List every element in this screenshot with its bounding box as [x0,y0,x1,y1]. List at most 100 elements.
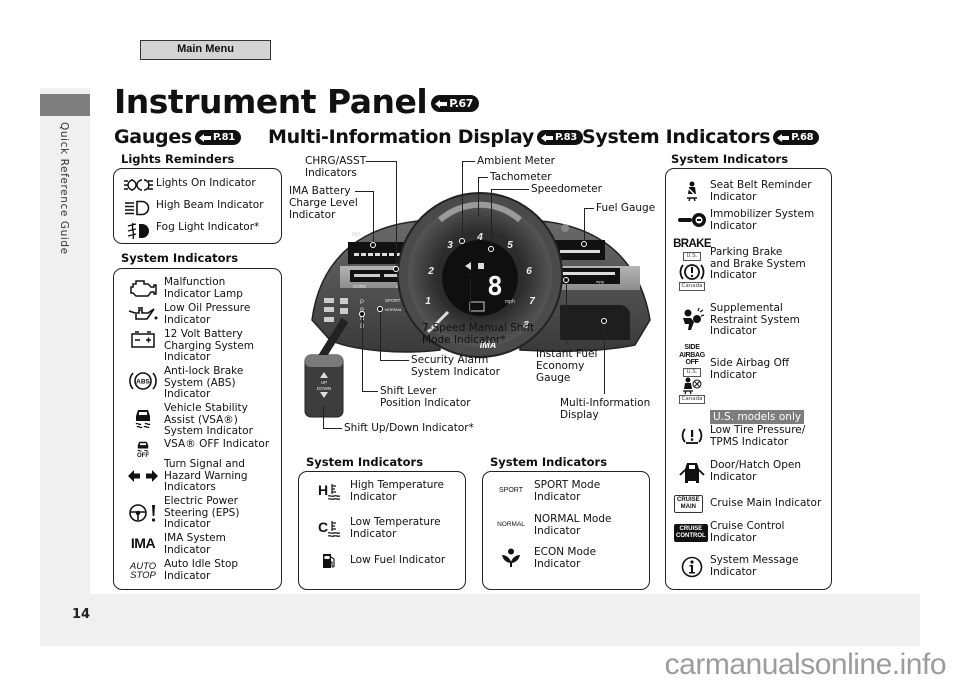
up-text: UP [321,380,327,385]
turn-signal-label: Turn Signal and Hazard Warning Indicator… [164,458,248,493]
srs-label: Supplemental Restraint System Indicator [710,302,800,337]
down-text: DOWN [317,386,331,391]
instrument-cluster-graphic: CHRG ASST IMA P R N D SPORT NORMAL mpg 1… [304,192,651,418]
normal-glyph: NORMAL [497,521,525,529]
econ-leaf-icon [488,547,534,569]
list-item: Seat Belt Reminder Indicator [674,179,812,203]
callout-speedometer: Speedometer [531,183,602,195]
system-indicators-temp-box [298,471,466,590]
system-indicators-left-heading: System Indicators [121,251,239,265]
callout-chrg-asst: CHRG/ASST Indicators [305,155,367,179]
list-item: Door/Hatch Open Indicator [674,459,801,486]
list-item: BRAKE U.S. Canada Parking Brake and Brak… [673,238,806,291]
oil-pressure-label: Low Oil Pressure Indicator [164,302,251,326]
system-indicators-right-heading: System Indicators [671,152,789,166]
us-models-only-badge: U.S. models only [710,410,805,424]
chrg-asst-bar [350,270,412,282]
tach-4: 4 [476,232,483,243]
sport-mode-label: SPORT Mode Indicator [534,479,601,503]
side-airbag-label: Side Airbag Off Indicator [710,357,790,381]
list-item: NORMAL NORMAL Mode Indicator [488,513,611,537]
sport-mode-icon: SPORT [488,480,534,502]
list-item: CRUISE CONTROL Cruise Control Indicator [674,520,784,545]
tach-6: 6 [526,266,532,277]
malfunction-label: Malfunction Indicator Lamp [164,276,243,300]
eps-icon [122,496,164,530]
turn-signal-icon [122,459,164,493]
lights-on-icon [122,178,156,192]
sys-page-link[interactable]: P.68 [773,130,820,145]
abs-icon: ABS [122,366,164,396]
main-menu-button[interactable]: Main Menu [140,40,271,60]
list-item: Turn Signal and Hazard Warning Indicator… [122,458,248,494]
vsa-label: Vehicle Stability Assist (VSA®) System I… [164,402,253,437]
callout-instant-fuel: Instant Fuel Economy Gauge [536,348,598,384]
list-item: Supplemental Restraint System Indicator [674,302,800,338]
door-open-icon [674,460,710,486]
svg-text:ABS: ABS [136,379,150,386]
callout-security-alarm: Security Alarm System Indicator [411,354,500,378]
tach-3: 3 [447,240,453,251]
list-item: OFF VSA® OFF Indicator [122,438,269,461]
sys-ref: P.68 [791,132,814,143]
list-item: Electric Power Steering (EPS) Indicator [122,495,240,531]
normal-small: NORMAL [385,307,403,312]
system-indicators-mode-heading: System Indicators [490,455,608,469]
center-display [442,240,518,316]
eps-label: Electric Power Steering (EPS) Indicator [164,495,240,530]
sport-small: SPORT [385,298,401,303]
system-indicators-left-box [113,268,282,590]
title-ref-text: P.67 [449,97,473,110]
econ-mode-label: ECON Mode Indicator [534,546,597,570]
tach-7: 7 [529,296,535,307]
list-item: Low Fuel Indicator [308,553,445,569]
battery-icon [122,329,164,349]
side-airbag-off-icon: SIDE AIRBAG OFF U.S. Canada [674,344,710,404]
ima-small-text: IMA [352,232,362,238]
mid-page-link[interactable]: P.83 [536,130,583,145]
list-item: Vehicle Stability Assist (VSA®) System I… [122,402,253,438]
arrow-icon [777,133,790,142]
us-tag: U.S. [683,367,701,377]
mpg-small: mpg [596,279,604,284]
immobilizer-label: Immobilizer System Indicator [710,208,815,232]
low-temp-icon: C [308,517,350,539]
arrow-icon [540,133,553,142]
fuel-pump-icon [308,553,350,569]
callout-ima-battery: IMA Battery Charge Level Indicator [289,185,358,221]
gauges-page-link[interactable]: P.81 [194,130,241,145]
list-item: Fog Light Indicator* [122,221,259,240]
list-item: Low Tire Pressure/ TPMS Indicator [674,424,806,448]
list-item: IMA IMA System Indicator [122,532,226,556]
low-fuel-label: Low Fuel Indicator [350,554,446,566]
tach-5: 5 [507,240,513,251]
cruise-main-glyph: CRUISE MAIN [674,495,703,513]
cruise-main-label: Cruise Main Indicator [710,497,822,509]
list-item: SIDE AIRBAG OFF U.S. Canada Side Airbag … [674,344,789,404]
callout-fuel-gauge: Fuel Gauge [596,202,656,214]
parking-brake-label: Parking Brake and Brake System Indicator [710,246,806,281]
battery-label: 12 Volt Battery Charging System Indicato… [164,328,254,363]
immobilizer-key-icon [674,209,710,231]
list-item: H High Temperature Indicator [308,479,444,503]
list-item: ECON Mode Indicator [488,546,597,570]
ima-icon: IMA [122,533,164,555]
page-title-text: Instrument Panel [114,82,428,121]
title-page-link[interactable]: P.67 [431,95,479,112]
auto-stop-label: Auto Idle Stop Indicator [164,558,239,582]
system-indicators-right-box [665,168,832,590]
system-message-label: System Message Indicator [710,554,799,578]
list-item: ABS Anti-lock Brake System (ABS) Indicat… [122,365,243,401]
speed-unit: mph [505,299,515,305]
ima-glyph: IMA [130,535,156,552]
gear-digit: 8 [487,272,503,302]
vsa-icon [122,403,164,433]
cruise-main-icon: CRUISE MAIN [674,493,710,515]
tpms-label: Low Tire Pressure/ TPMS Indicator [710,424,806,448]
oil-can-icon [122,303,164,325]
list-item: AUTO STOP Auto Idle Stop Indicator [122,558,239,583]
callout-ambient-meter: Ambient Meter [477,155,555,167]
low-temp-glyph: C [317,519,329,536]
